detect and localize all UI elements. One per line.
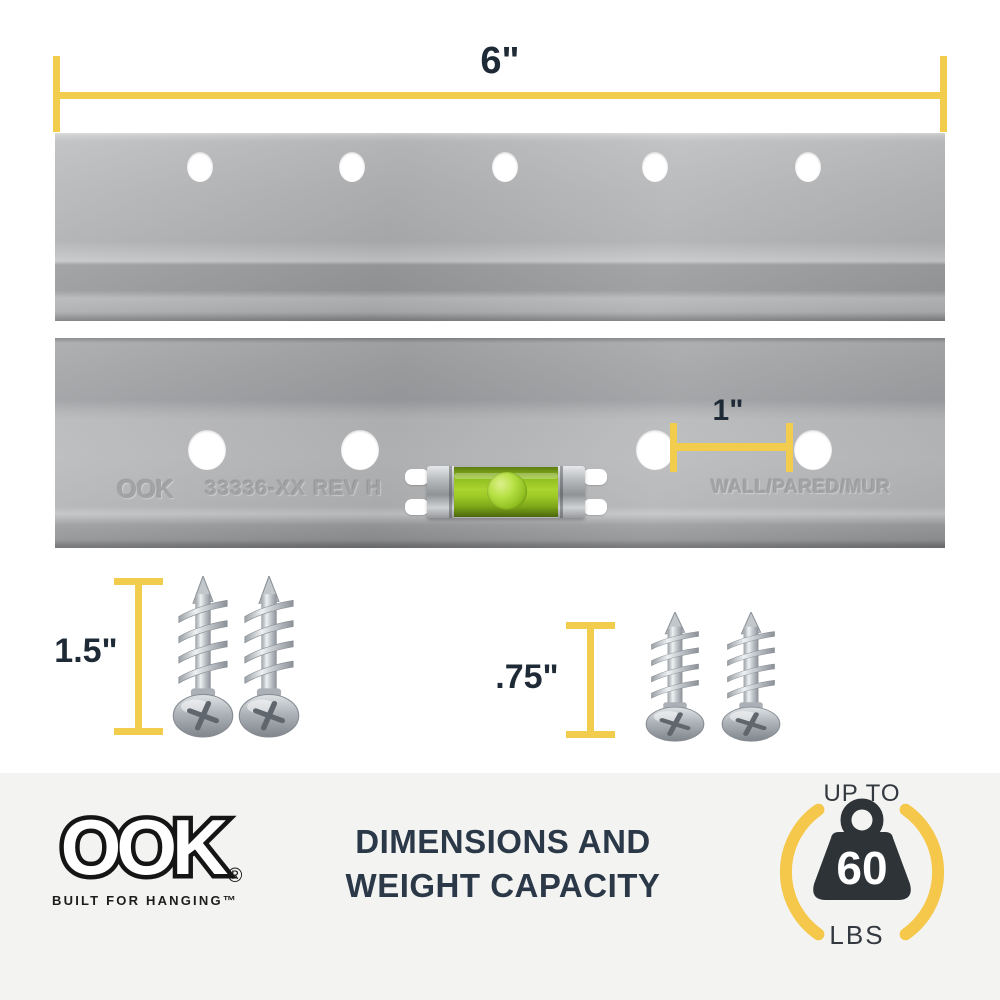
large-screw-dimension-label: 1.5" [54, 632, 118, 670]
vial-body [427, 466, 585, 518]
hanging-rail-top [55, 133, 945, 321]
rail-width-dimension-label: 6" [480, 40, 520, 82]
ook-logo-text: OOK [61, 803, 228, 891]
vial-mount-tab [583, 499, 607, 515]
ook-logo: OOK ® [56, 800, 243, 896]
weight-capacity-unit: LBS [829, 920, 885, 950]
embossed-part-number: 33336-XX REV H [205, 477, 383, 500]
screw-hole [794, 430, 832, 470]
screw-hole [492, 152, 518, 182]
large-screw-dimension-bar [135, 581, 142, 734]
screw-hole [341, 430, 379, 470]
screw-hole [339, 152, 365, 182]
vial-mount-tab [583, 469, 607, 485]
screw-hole [795, 152, 821, 182]
hole-spacing-dimension-label: 1" [712, 394, 744, 427]
small-screw-icon [643, 612, 707, 742]
vial-glass-green [454, 467, 558, 517]
weight-value: 60 [836, 842, 887, 894]
rail-width-dimension-line [57, 92, 943, 99]
infographic-title: DIMENSIONS AND WEIGHT CAPACITY [293, 820, 713, 908]
vial-end-cap [427, 466, 454, 518]
embossed-brand-text: OOK [117, 474, 174, 504]
vial-mount-tab [405, 469, 429, 485]
small-screw-dimension-cap-top [566, 622, 615, 629]
large-screw-icon [170, 576, 236, 738]
rail-width-dimension-tick-left [53, 56, 60, 132]
vial-end-cap [558, 466, 585, 518]
large-screw-dimension-cap-top [114, 578, 163, 585]
weight-icon: 60 [780, 798, 944, 941]
registered-mark: ® [228, 865, 243, 887]
title-line-1: DIMENSIONS AND [355, 823, 651, 860]
large-screw-icon [236, 576, 302, 738]
hole-spacing-dimension-line [670, 443, 793, 451]
small-screw-icon [719, 612, 783, 742]
weight-capacity-badge: UP TO 60 LBS [765, 780, 965, 960]
level-vial [405, 466, 607, 518]
small-screw-dimension-cap-bottom [566, 731, 615, 738]
screw-hole [188, 430, 226, 470]
rail-width-dimension-tick-right [940, 56, 947, 132]
small-screw-dimension-bar [587, 625, 594, 737]
ook-tagline: BUILT FOR HANGING™ [52, 893, 238, 908]
large-screw-dimension-cap-bottom [114, 728, 163, 735]
footer-band: OOK ® BUILT FOR HANGING™ DIMENSIONS AND … [0, 773, 1000, 1000]
screw-hole [642, 152, 668, 182]
vial-mount-tab [405, 499, 429, 515]
small-screw-dimension-label: .75" [495, 658, 559, 696]
screw-hole [636, 430, 674, 470]
level-bubble [487, 472, 527, 510]
embossed-wall-text: WALL/PARED/MUR [711, 477, 891, 498]
title-line-2: WEIGHT CAPACITY [345, 867, 661, 904]
screw-hole [187, 152, 213, 182]
